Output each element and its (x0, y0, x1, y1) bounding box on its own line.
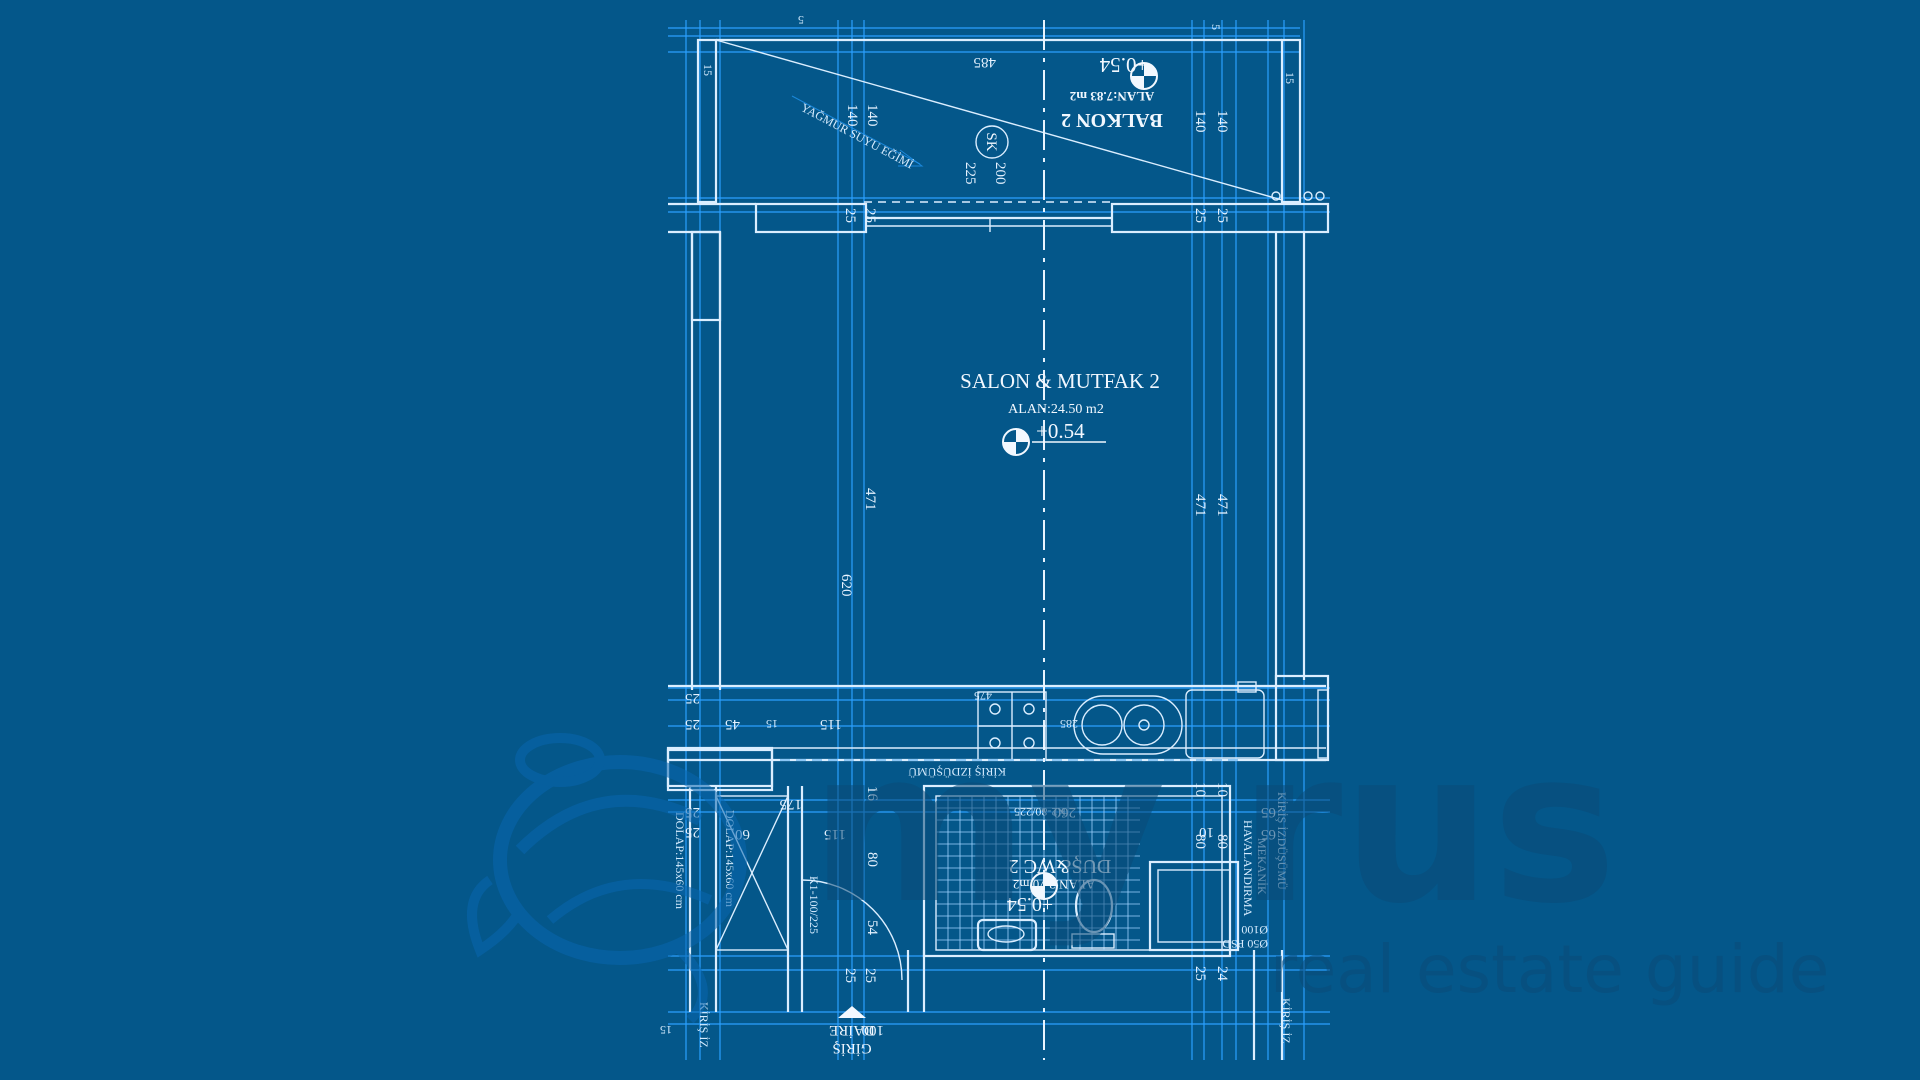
svg-text:GİRİŞ: GİRİŞ (832, 1040, 871, 1056)
svg-text:45: 45 (725, 716, 740, 732)
beam-label-v: KİRİŞ İZDÜŞÜMÜ (1275, 792, 1289, 890)
beam-label-h: KİRİŞ İZDÜŞÜMÜ (908, 765, 1006, 779)
entrance-zone (666, 748, 1284, 1060)
svg-text:80: 80 (1214, 834, 1230, 849)
watermark: my rus real estate guide (467, 705, 1829, 1024)
svg-text:620: 620 (838, 574, 854, 597)
svg-text:485: 485 (974, 54, 997, 70)
watermark-tagline: real estate guide (1270, 931, 1829, 1008)
level-marker-balcony (1130, 62, 1158, 90)
beam-label-br: KİRİŞ İZ (1279, 998, 1293, 1044)
svg-text:471: 471 (862, 488, 878, 511)
svg-text:140: 140 (1192, 110, 1208, 133)
svg-text:140: 140 (864, 104, 880, 127)
svg-text:100: 100 (862, 1022, 885, 1038)
svg-text:175: 175 (780, 796, 803, 812)
svg-text:25: 25 (1214, 208, 1230, 223)
svg-text:10: 10 (1214, 782, 1230, 797)
turtle-logo-icon (467, 733, 747, 1024)
svg-text:65: 65 (1261, 804, 1276, 820)
entrance-door-tag: K1-100/225 (807, 876, 821, 934)
bathroom-tiles (936, 796, 1140, 950)
bathroom (922, 784, 1240, 958)
dsp-label-2: Ø50 PSD (1222, 937, 1268, 951)
svg-text:25: 25 (1192, 966, 1208, 981)
svg-text:25: 25 (842, 208, 858, 223)
svg-text:16: 16 (864, 786, 880, 802)
svg-text:25: 25 (685, 716, 700, 732)
svg-text:225: 225 (962, 162, 978, 185)
svg-text:KİRİŞ İZDÜŞÜMÜ: KİRİŞ İZDÜŞÜMÜ (908, 765, 1006, 779)
svg-text:25: 25 (685, 690, 700, 706)
shaft-sk-label: SK (983, 132, 999, 151)
living-room-name: SALON & MUTFAK 2 (960, 369, 1160, 393)
svg-text:15: 15 (701, 64, 715, 76)
svg-text:10: 10 (1192, 782, 1208, 797)
bath-area: ALAN:3.70 m2 (1013, 877, 1095, 892)
svg-text:DAİRE: DAİRE (829, 1022, 875, 1038)
svg-text:54: 54 (864, 920, 880, 936)
svg-text:24: 24 (1214, 966, 1230, 982)
level-marker-bath (1030, 872, 1058, 900)
svg-text:25: 25 (685, 824, 700, 840)
svg-text:471: 471 (1192, 494, 1208, 517)
balcony-name: BALKON 2 (1061, 109, 1163, 131)
dsp-label-1: Ø100 (1241, 923, 1268, 937)
svg-text:5: 5 (1209, 24, 1223, 30)
svg-text:115: 115 (820, 716, 842, 732)
svg-text:115: 115 (824, 826, 846, 842)
svg-text:200: 200 (992, 162, 1008, 185)
balcony-area: ALAN:7.83 m2 (1070, 89, 1155, 104)
level-marker-living (1002, 428, 1106, 456)
balcony-labels: BALKON 2 ALAN:7.83 m2 +0.54 (1061, 53, 1163, 131)
svg-text:80: 80 (864, 852, 880, 867)
svg-text:15: 15 (660, 1023, 672, 1037)
svg-text:25: 25 (1192, 208, 1208, 223)
svg-text:15: 15 (1283, 72, 1297, 84)
svg-text:5: 5 (798, 13, 804, 27)
bath-labels: DUŞ&WC 2 ALAN:3.70 m2 +0.54 K2-80/225 (1007, 805, 1112, 915)
svg-text:10: 10 (1199, 824, 1214, 840)
kitchen-counter (666, 681, 1329, 792)
watermark-brand: my rus (810, 705, 1617, 950)
svg-text:140: 140 (844, 104, 860, 127)
svg-text:471: 471 (1214, 494, 1230, 517)
outer-walls (668, 202, 1330, 762)
balcony-level: +0.54 (1099, 53, 1148, 77)
bath-name: DUŞ&WC 2 (1009, 855, 1112, 877)
svg-text:25: 25 (862, 968, 878, 983)
svg-text:25: 25 (842, 968, 858, 983)
svg-text:65: 65 (1261, 826, 1276, 842)
svg-text:15: 15 (766, 717, 778, 731)
entrance-labels: GİRİŞ DAİRE (829, 1022, 875, 1056)
bath-door: K2-80/225 (1014, 805, 1066, 819)
living-room-area: ALAN:24.50 m2 (1008, 402, 1104, 417)
mechanical-label-2: HAVALANDIRMA (1241, 820, 1255, 917)
svg-text:260: 260 (1054, 804, 1077, 820)
bath-level: +0.54 (1007, 893, 1053, 915)
svg-text:140: 140 (1214, 110, 1230, 133)
balcony (696, 38, 1325, 204)
living-room-level: +0.54 (1036, 419, 1085, 443)
svg-text:285: 285 (1060, 717, 1078, 731)
svg-text:25: 25 (862, 208, 878, 223)
svg-text:80: 80 (1192, 834, 1208, 849)
mechanical-label-1: MEKANİK (1255, 838, 1269, 895)
svg-text:475: 475 (974, 689, 992, 703)
